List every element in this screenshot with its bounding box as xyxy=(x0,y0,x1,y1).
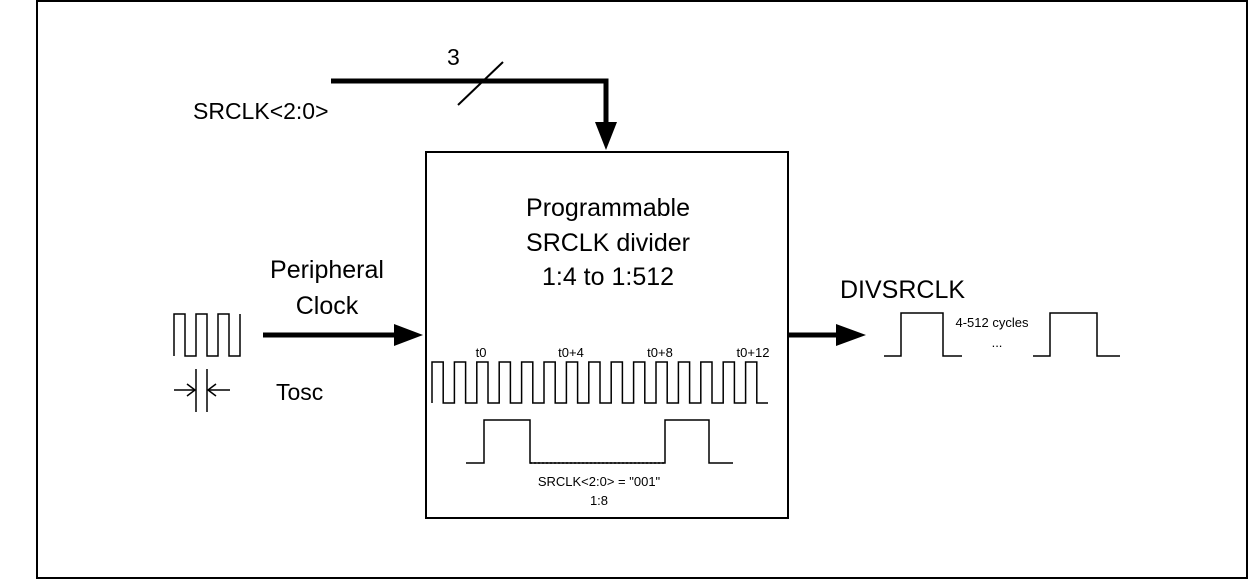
divide-ratio-label: 1:8 xyxy=(590,493,608,508)
output-arrowhead xyxy=(836,324,866,346)
timing-marker-t0-plus-12: t0+12 xyxy=(737,345,770,360)
fast-clock-waveform xyxy=(431,361,768,404)
srclk-setting-label: SRCLK<2:0> = "001" xyxy=(538,474,661,489)
output-pulse-1 xyxy=(884,312,962,357)
output-ellipsis: ... xyxy=(992,335,1003,350)
timing-marker-t0-plus-4: t0+4 xyxy=(558,345,584,360)
output-pulse-2 xyxy=(1033,312,1120,357)
input-arrowhead xyxy=(394,324,423,346)
bus-arrowhead xyxy=(595,122,617,150)
figure-frame xyxy=(36,0,1248,579)
timing-marker-t0-plus-8: t0+8 xyxy=(647,345,673,360)
input-clock-waveform xyxy=(173,313,241,357)
tosc-label: Tosc xyxy=(276,379,323,405)
bus-signal-label: SRCLK<2:0> xyxy=(193,98,329,124)
srclk-bus: 3 SRCLK<2:0> xyxy=(193,44,617,150)
tosc-arrow-right-head xyxy=(206,383,217,397)
divided-clock-waveform xyxy=(466,419,733,464)
divider-block: Programmable SRCLK divider 1:4 to 1:512 … xyxy=(425,151,789,519)
output-label: DIVSRCLK xyxy=(840,276,965,304)
input-label-line-2: Clock xyxy=(296,292,359,320)
output-gap-label: 4-512 cycles xyxy=(956,315,1029,330)
tosc-arrow-left-head xyxy=(186,383,197,397)
block-title-line-2: SRCLK divider xyxy=(526,229,690,257)
peripheral-clock-input: Peripheral Clock Tosc xyxy=(173,256,423,412)
timing-marker-t0: t0 xyxy=(476,345,487,360)
bus-width-slash xyxy=(457,61,504,106)
bus-line xyxy=(331,78,609,125)
input-label-line-1: Peripheral xyxy=(270,256,384,284)
divsrclk-output: DIVSRCLK 4-512 cycles ... xyxy=(788,276,1120,357)
block-title-line-3: 1:4 to 1:512 xyxy=(542,263,674,291)
bus-width-label: 3 xyxy=(447,44,460,70)
block-title-line-1: Programmable xyxy=(526,194,690,222)
